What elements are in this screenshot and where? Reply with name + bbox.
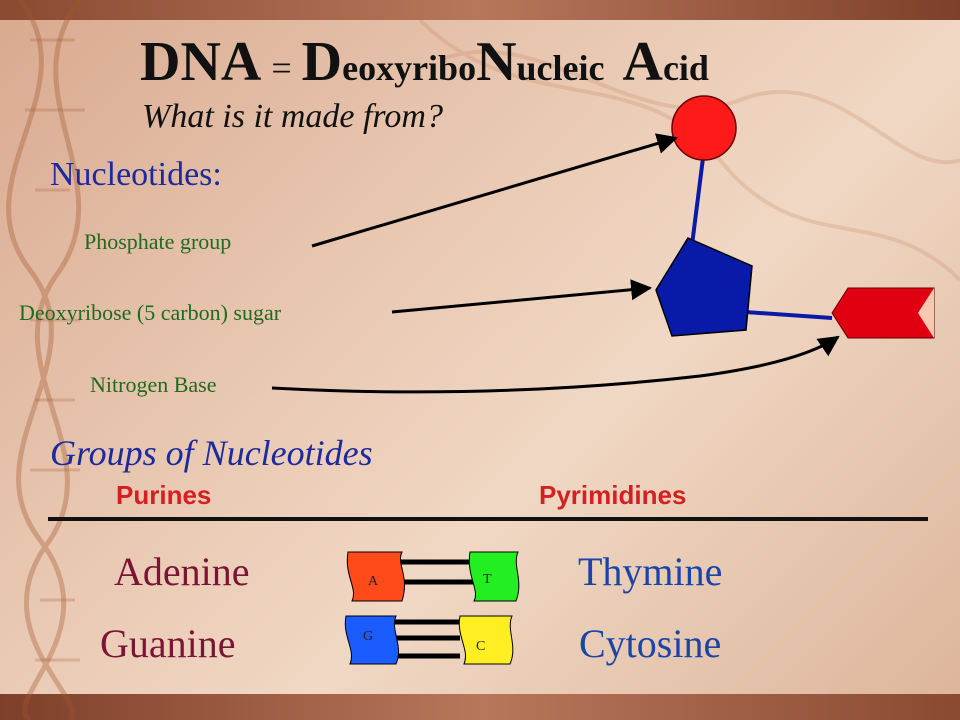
subtitle-question: What is it made from?	[142, 98, 443, 135]
thymine-block	[468, 551, 520, 602]
title-equals: =	[271, 48, 292, 88]
sugar-arrow	[391, 279, 653, 314]
base-label: Nitrogen Base	[90, 372, 217, 397]
base-flag	[831, 287, 935, 339]
phosphate-arrow	[311, 133, 679, 248]
title-a-rest: cid	[662, 48, 709, 88]
title-n-rest: ucleic	[516, 48, 605, 88]
phosphate-circle	[671, 95, 737, 161]
nucleotides-heading: Nucleotides:	[50, 156, 222, 193]
base-arrow	[271, 335, 840, 394]
phosphate-label: Phosphate group	[84, 229, 232, 254]
purine-guanine: Guanine	[100, 621, 236, 666]
top-frame-bar	[0, 0, 960, 20]
purine-adenine: Adenine	[114, 549, 250, 594]
pyrimidine-thymine: Thymine	[578, 549, 723, 594]
bottom-frame-bar	[0, 694, 960, 720]
pair-label-g: G	[363, 629, 373, 644]
pair-label-t: T	[483, 572, 492, 587]
title-d-rest: eoxyribo	[342, 48, 477, 88]
title-a-initial: A	[622, 31, 663, 93]
title-dna: DNA	[140, 31, 262, 93]
base-flag-notch	[918, 288, 934, 338]
purines-heading: Purines	[116, 480, 212, 510]
sugar-base-bond	[744, 310, 833, 320]
pair-label-c: C	[476, 639, 485, 654]
phosphate-sugar-bond	[690, 157, 705, 246]
pair-g-c: G C	[344, 615, 514, 665]
pair-a-t: A T	[346, 551, 520, 602]
groups-heading: Groups of Nucleotides	[50, 433, 373, 473]
pair-label-a: A	[368, 574, 379, 589]
guanine-block	[344, 615, 400, 665]
title-n-initial: N	[476, 31, 517, 93]
pyrimidines-heading: Pyrimidines	[539, 480, 687, 510]
adenine-block	[346, 551, 406, 602]
sugar-label: Deoxyribose (5 carbon) sugar	[19, 300, 282, 325]
sugar-pentagon	[655, 237, 753, 337]
cytosine-block	[458, 615, 514, 665]
title-d-initial: D	[301, 31, 343, 93]
page-title: DNA=DeoxyriboNucleic Acid	[140, 30, 709, 94]
pyrimidine-cytosine: Cytosine	[579, 621, 722, 666]
section-divider	[48, 517, 928, 521]
